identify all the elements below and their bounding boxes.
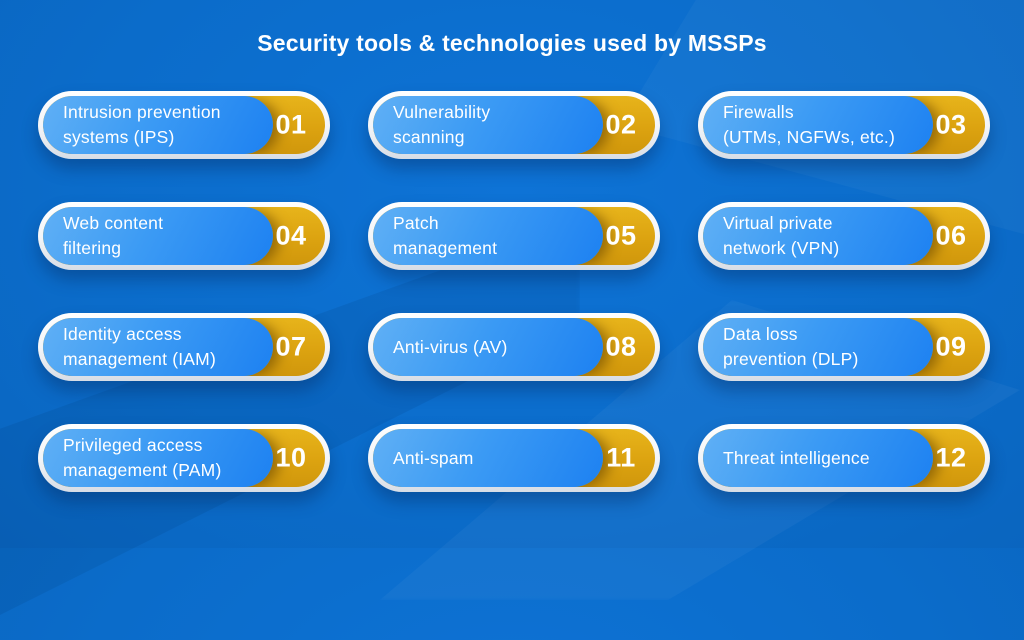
pill-number: 08 — [605, 331, 637, 362]
pill-blue-area: Web content filtering — [43, 207, 273, 265]
pill-blue-area: Vulnerability scanning — [373, 96, 603, 154]
pill-item-10-pam: Privileged access management (PAM) 10 — [38, 424, 330, 492]
pill-gold-area: Threat intelligence 12 — [703, 429, 985, 487]
pill-number: 04 — [275, 220, 307, 251]
pill-gold-area: Anti-spam 11 — [373, 429, 655, 487]
pill-blue-area: Threat intelligence — [703, 429, 933, 487]
pill-number: 10 — [275, 442, 307, 473]
pill-gold-area: Data loss prevention (DLP) 09 — [703, 318, 985, 376]
pill-gold-area: Privileged access management (PAM) 10 — [43, 429, 325, 487]
pill-blue-area: Firewalls (UTMs, NGFWs, etc.) — [703, 96, 933, 154]
pill-gold-area: Identity access management (IAM) 07 — [43, 318, 325, 376]
pill-label: Identity access management (IAM) — [63, 324, 216, 369]
pill-gold-area: Vulnerability scanning 02 — [373, 96, 655, 154]
pill-label: Privileged access management (PAM) — [63, 435, 222, 480]
pill-item-03-firewalls: Firewalls (UTMs, NGFWs, etc.) 03 — [698, 91, 990, 159]
pill-gold-area: Firewalls (UTMs, NGFWs, etc.) 03 — [703, 96, 985, 154]
pill-label: Vulnerability scanning — [393, 102, 491, 147]
pill-number: 05 — [605, 220, 637, 251]
pill-number: 07 — [275, 331, 307, 362]
pill-item-11-anti-spam: Anti-spam 11 — [368, 424, 660, 492]
pill-item-08-anti-virus: Anti-virus (AV) 08 — [368, 313, 660, 381]
pill-gold-area: Web content filtering 04 — [43, 207, 325, 265]
pill-item-05-patch-management: Patch management 05 — [368, 202, 660, 270]
pill-blue-area: Privileged access management (PAM) — [43, 429, 273, 487]
pill-label: Firewalls (UTMs, NGFWs, etc.) — [723, 102, 895, 147]
pill-number: 09 — [935, 331, 967, 362]
pill-label: Anti-virus (AV) — [393, 336, 508, 357]
pill-item-06-vpn: Virtual private network (VPN) 06 — [698, 202, 990, 270]
pill-blue-area: Anti-virus (AV) — [373, 318, 603, 376]
pill-label: Virtual private network (VPN) — [723, 213, 840, 258]
pill-gold-area: Patch management 05 — [373, 207, 655, 265]
page-title: Security tools & technologies used by MS… — [257, 30, 767, 56]
tools-grid: Intrusion prevention systems (IPS) 01 Vu… — [38, 91, 990, 492]
pill-number: 03 — [935, 109, 967, 140]
pill-gold-area: Virtual private network (VPN) 06 — [703, 207, 985, 265]
pill-number: 02 — [605, 109, 637, 140]
pill-blue-area: Anti-spam — [373, 429, 603, 487]
pill-label: Intrusion prevention systems (IPS) — [63, 102, 221, 147]
pill-blue-area: Data loss prevention (DLP) — [703, 318, 933, 376]
pill-blue-area: Patch management — [373, 207, 603, 265]
pill-gold-area: Intrusion prevention systems (IPS) 01 — [43, 96, 325, 154]
pill-item-09-dlp: Data loss prevention (DLP) 09 — [698, 313, 990, 381]
pill-item-04-web-content-filtering: Web content filtering 04 — [38, 202, 330, 270]
pill-item-07-iam: Identity access management (IAM) 07 — [38, 313, 330, 381]
pill-label: Patch management — [393, 213, 498, 258]
pill-label: Web content filtering — [63, 213, 164, 258]
pill-item-12-threat-intelligence: Threat intelligence 12 — [698, 424, 990, 492]
pill-label: Data loss prevention (DLP) — [723, 324, 859, 369]
pill-number: 11 — [606, 442, 636, 473]
pill-number: 06 — [935, 220, 967, 251]
pill-blue-area: Identity access management (IAM) — [43, 318, 273, 376]
pill-blue-area: Virtual private network (VPN) — [703, 207, 933, 265]
pill-blue-area: Intrusion prevention systems (IPS) — [43, 96, 273, 154]
pill-gold-area: Anti-virus (AV) 08 — [373, 318, 655, 376]
pill-item-01-intrusion-prevention: Intrusion prevention systems (IPS) 01 — [38, 91, 330, 159]
pill-label: Anti-spam — [393, 447, 474, 468]
pill-item-02-vulnerability-scanning: Vulnerability scanning 02 — [368, 91, 660, 159]
pill-number: 12 — [935, 442, 967, 473]
pill-label: Threat intelligence — [723, 447, 870, 468]
pill-number: 01 — [275, 109, 307, 140]
